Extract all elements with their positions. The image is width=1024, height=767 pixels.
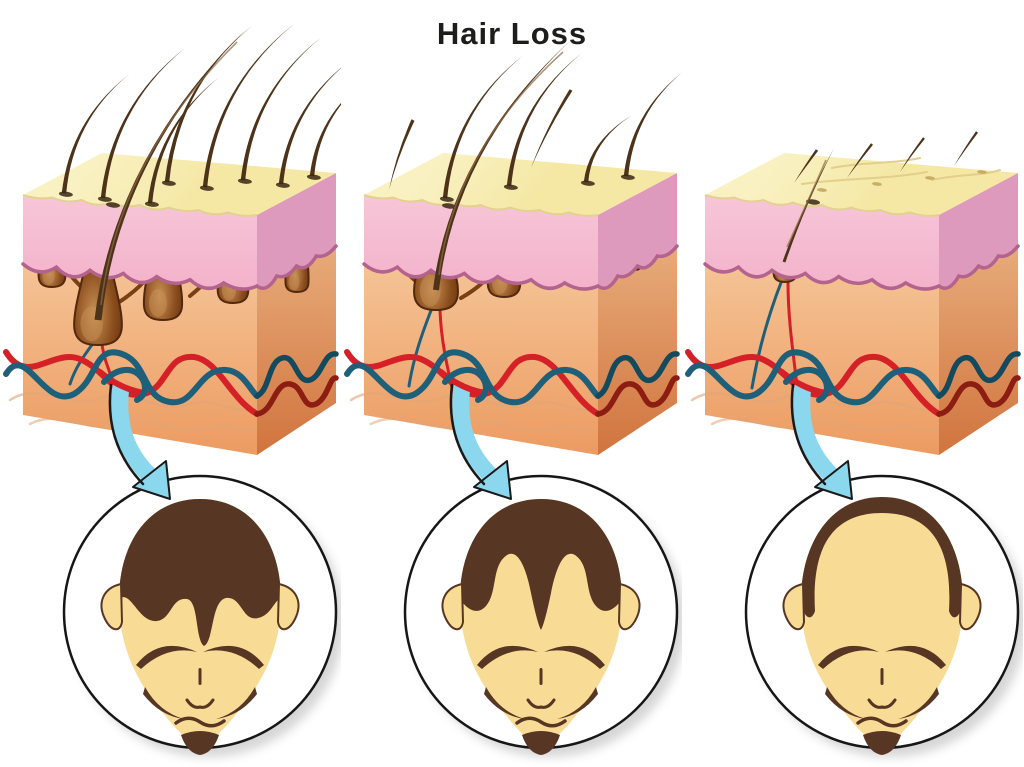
epidermis-layer (362, 173, 679, 291)
curved-arrow-icon (449, 383, 512, 500)
hairs (782, 131, 978, 263)
face-features (477, 645, 605, 755)
face-features (818, 645, 946, 755)
epidermis-layer (703, 173, 1020, 291)
panel-stage-3 (685, 131, 1023, 757)
panel-stage-1 (3, 23, 341, 757)
head-hair-shape (460, 499, 622, 630)
face-skin (801, 499, 963, 743)
skin-surface-top (705, 153, 1018, 216)
blood-vessels (3, 349, 339, 433)
head-top-view-bald-crown (744, 474, 1023, 757)
face-features (136, 645, 264, 755)
skin-cross-section (3, 23, 341, 455)
head-top-view-receding-hairline (403, 474, 682, 757)
hairs (389, 40, 682, 291)
diagram-title: Hair Loss (436, 16, 588, 51)
skin-cross-section (344, 40, 682, 455)
anchored-hair-shaft (782, 148, 834, 263)
skin-cross-section (685, 131, 1021, 455)
curved-arrow-icon (790, 383, 853, 500)
epidermis-layer (21, 173, 338, 291)
head-top-view-full-hair (62, 474, 341, 757)
head-hair-shape (119, 499, 281, 646)
hairs (58, 23, 341, 321)
panel-stage-2 (344, 40, 682, 757)
curved-arrow-icon (108, 383, 171, 500)
